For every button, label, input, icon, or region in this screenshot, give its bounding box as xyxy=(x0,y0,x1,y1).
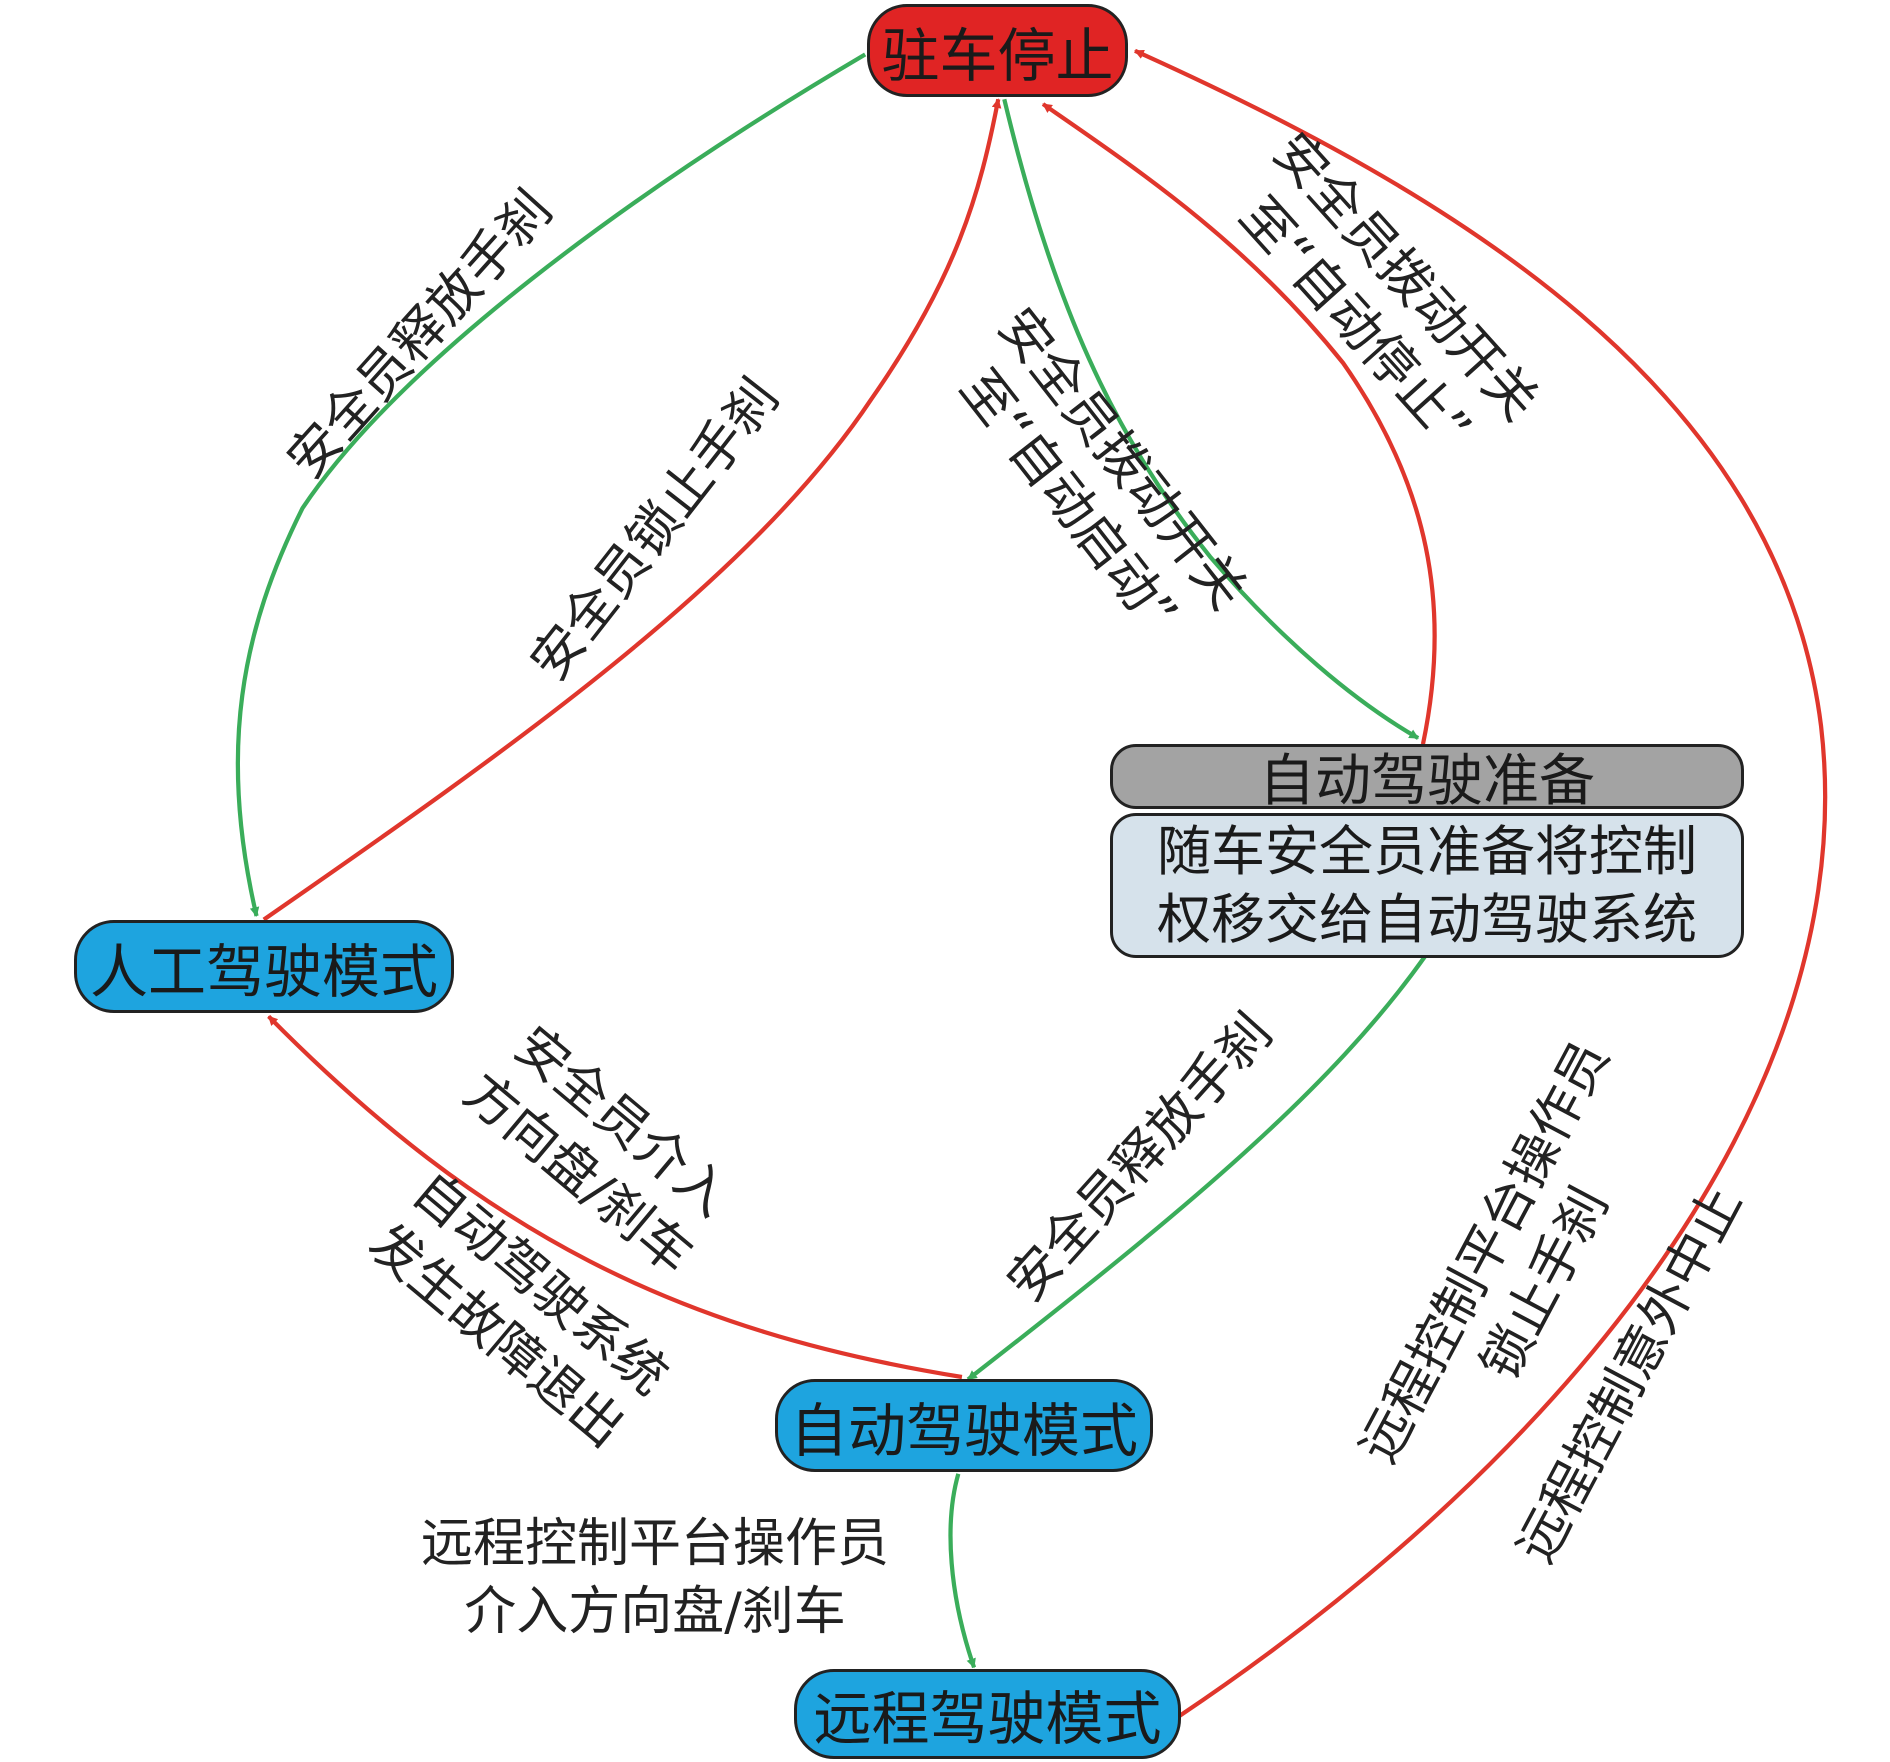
node-remote-mode: 远程驾驶模式 xyxy=(794,1669,1181,1759)
node-auto-mode: 自动驾驶模式 xyxy=(775,1379,1153,1472)
auto-prep-desc-line2: 权移交给自动驾驶系统 xyxy=(1157,887,1697,951)
auto-prep-desc-line1: 随车安全员准备将控制 xyxy=(1157,819,1697,883)
arrow-auto-to-manual xyxy=(267,1014,963,1380)
arrow-stop-to-prep xyxy=(1002,98,1420,740)
node-manual-mode: 人工驾驶模式 xyxy=(74,920,454,1013)
remote-intervene-line1: 远程控制平台操作员 xyxy=(420,1514,890,1574)
remote-intervene-line2: 介入方向盘/刹车 xyxy=(464,1582,846,1642)
arrow-prep-to-stop xyxy=(1041,102,1437,745)
arrow-manual-to-stop xyxy=(262,98,1002,922)
arrow-stop-to-manual xyxy=(235,52,867,917)
node-parking-stop: 驻车停止 xyxy=(867,4,1128,97)
node-auto-prep-detail: 随车安全员准备将控制 权移交给自动驾驶系统 xyxy=(1110,813,1744,958)
node-auto-prep-header: 自动驾驶准备 xyxy=(1110,744,1744,814)
label-remote-intervene: 远程控制平台操作员 介入方向盘/刹车 xyxy=(421,1510,889,1646)
arrow-prep-to-auto xyxy=(966,954,1428,1382)
arrow-remote-to-stop xyxy=(1134,48,1828,1718)
arrow-auto-to-remote xyxy=(948,1473,977,1669)
